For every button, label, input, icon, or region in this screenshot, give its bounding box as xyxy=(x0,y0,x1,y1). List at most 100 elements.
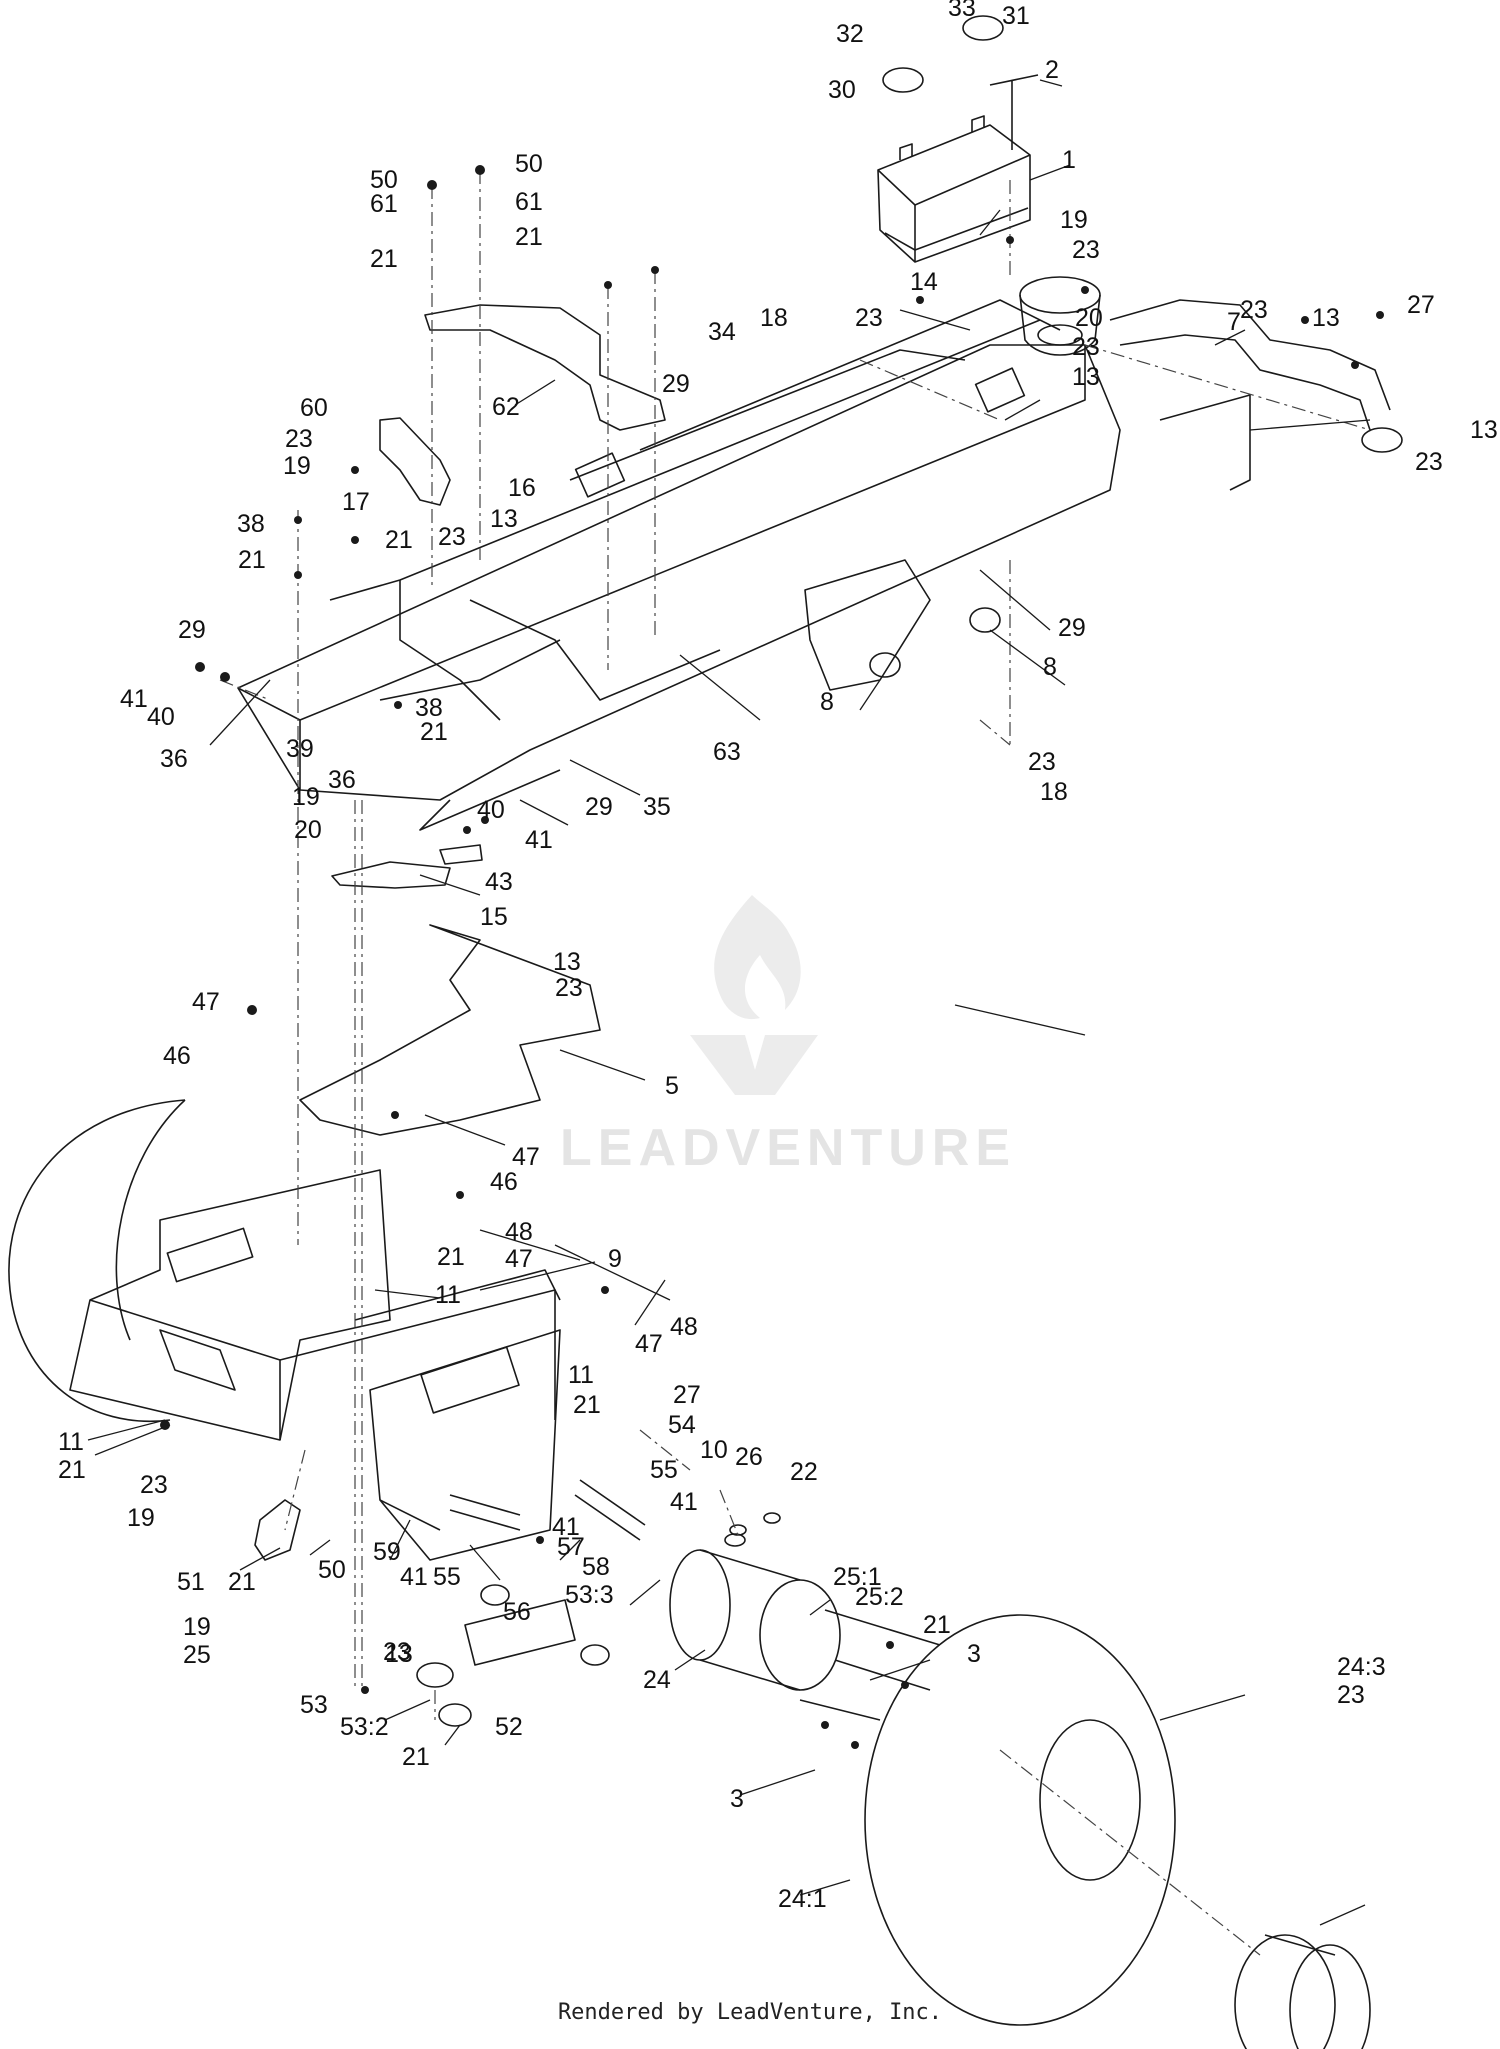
frame-drawing xyxy=(8,15,1403,2049)
watermark-text: LEADVENTURE xyxy=(560,1119,1017,1177)
hub-bolts xyxy=(799,1609,941,1721)
callout: 38 xyxy=(237,510,265,538)
bumper-8-right xyxy=(969,607,1001,633)
rear-wheel-left xyxy=(8,1099,186,1422)
callout: 46 xyxy=(490,1168,518,1196)
callout: 7 xyxy=(1227,308,1241,336)
callout: 53:3 xyxy=(565,1581,614,1609)
callout: 63 xyxy=(713,738,741,766)
callout: 23 xyxy=(140,1471,168,1499)
callout: 20 xyxy=(1075,304,1103,332)
callout: 47 xyxy=(505,1245,533,1273)
callout: 21 xyxy=(573,1391,601,1419)
callout: 41 xyxy=(120,685,148,713)
bushing-53 xyxy=(416,1662,454,1688)
rear-frame xyxy=(69,1169,561,1561)
callout: 38 xyxy=(415,694,443,722)
pump-bracket-51 xyxy=(254,1499,301,1561)
callout: 21 xyxy=(437,1243,465,1271)
callout: 21 xyxy=(515,223,543,251)
callout: 19 xyxy=(127,1504,155,1532)
callout: 55 xyxy=(650,1456,678,1484)
callout: 47 xyxy=(635,1330,663,1358)
callout: 47 xyxy=(192,988,220,1016)
terminal-cover-left xyxy=(882,67,924,93)
callout: 32 xyxy=(836,20,864,48)
callout: 43 xyxy=(485,868,513,896)
callout: 23 xyxy=(855,304,883,332)
callout: 33 xyxy=(948,0,976,22)
callout: 35 xyxy=(643,793,671,821)
front-tire xyxy=(864,1614,1176,2026)
callout: 9 xyxy=(608,1245,622,1273)
callout: 53:2 xyxy=(340,1713,389,1741)
front-rim xyxy=(1234,1934,1371,2049)
callout: 23 xyxy=(1072,333,1100,361)
callout: 2 xyxy=(1045,56,1059,84)
callout: 27 xyxy=(1407,291,1435,319)
callout: 8 xyxy=(1043,653,1057,681)
callout: 5 xyxy=(665,1072,679,1100)
callout: 59 xyxy=(373,1538,401,1566)
callout: 46 xyxy=(163,1042,191,1070)
callout: 23 xyxy=(438,523,466,551)
hood-bracket xyxy=(424,304,666,431)
callout: 40 xyxy=(477,796,505,824)
terminal-cover-right xyxy=(962,15,1004,41)
callout: 53 xyxy=(300,1691,328,1719)
callout: 26 xyxy=(735,1443,763,1471)
callout: 23 xyxy=(1415,448,1443,476)
callout: 25:1 xyxy=(833,1563,882,1591)
callout: 36 xyxy=(160,745,188,773)
bumper-8-left xyxy=(869,652,901,678)
callout: 11 xyxy=(58,1428,84,1456)
callout: 24 xyxy=(643,1666,671,1694)
callout: 47 xyxy=(512,1143,540,1171)
callout: 50 xyxy=(370,166,398,194)
bracket-60 xyxy=(379,417,451,506)
bushing-56 xyxy=(480,1584,510,1606)
callout: 29 xyxy=(585,793,613,821)
callout: 54 xyxy=(668,1411,696,1439)
callout: 19 xyxy=(1060,206,1088,234)
footer-credit: Rendered by LeadVenture, Inc. xyxy=(557,2000,943,2025)
callout: 1 xyxy=(1062,146,1076,174)
callout: 19 xyxy=(183,1613,211,1641)
callout: 15 xyxy=(480,903,508,931)
battery xyxy=(877,115,1031,263)
callout: 60 xyxy=(300,394,328,422)
callout: 51 xyxy=(177,1568,205,1596)
pivot-tube-55 xyxy=(449,1494,521,1531)
callout: 13 xyxy=(490,505,518,533)
callout: 13 xyxy=(385,1640,413,1668)
callout: 13 xyxy=(553,948,581,976)
bushing-56b xyxy=(580,1644,610,1666)
callout: 34 xyxy=(708,318,736,346)
wheel-motor xyxy=(669,1512,841,1691)
bushing-52 xyxy=(438,1703,472,1727)
callout: 24:3 xyxy=(1337,1653,1386,1681)
callout: 11 xyxy=(435,1281,461,1309)
pivot-tube-55b xyxy=(574,1479,646,1541)
callout: 8 xyxy=(820,688,834,716)
callout: 21 xyxy=(420,718,448,746)
callout: 40 xyxy=(147,703,175,731)
callout: 48 xyxy=(505,1218,533,1246)
callout: 21 xyxy=(402,1743,430,1771)
callout: 61 xyxy=(370,190,398,218)
callout: 18 xyxy=(1040,778,1068,806)
callout: 16 xyxy=(508,474,536,502)
callout: 21 xyxy=(923,1611,951,1639)
callout: 27 xyxy=(673,1381,701,1409)
fasteners xyxy=(160,165,1384,1749)
plate-43 xyxy=(439,844,483,865)
callout: 19 xyxy=(283,452,311,480)
hold-down-bolt xyxy=(989,74,1039,150)
callout: 23 xyxy=(1240,296,1268,324)
callout: 25:2 xyxy=(855,1583,904,1611)
alignment-lines xyxy=(219,170,1371,1956)
callout: 3 xyxy=(967,1640,981,1668)
callout: 61 xyxy=(515,188,543,216)
callout-labels: 33 31 32 30 2 1 50 50 61 61 21 21 19 23 … xyxy=(58,0,1498,1913)
